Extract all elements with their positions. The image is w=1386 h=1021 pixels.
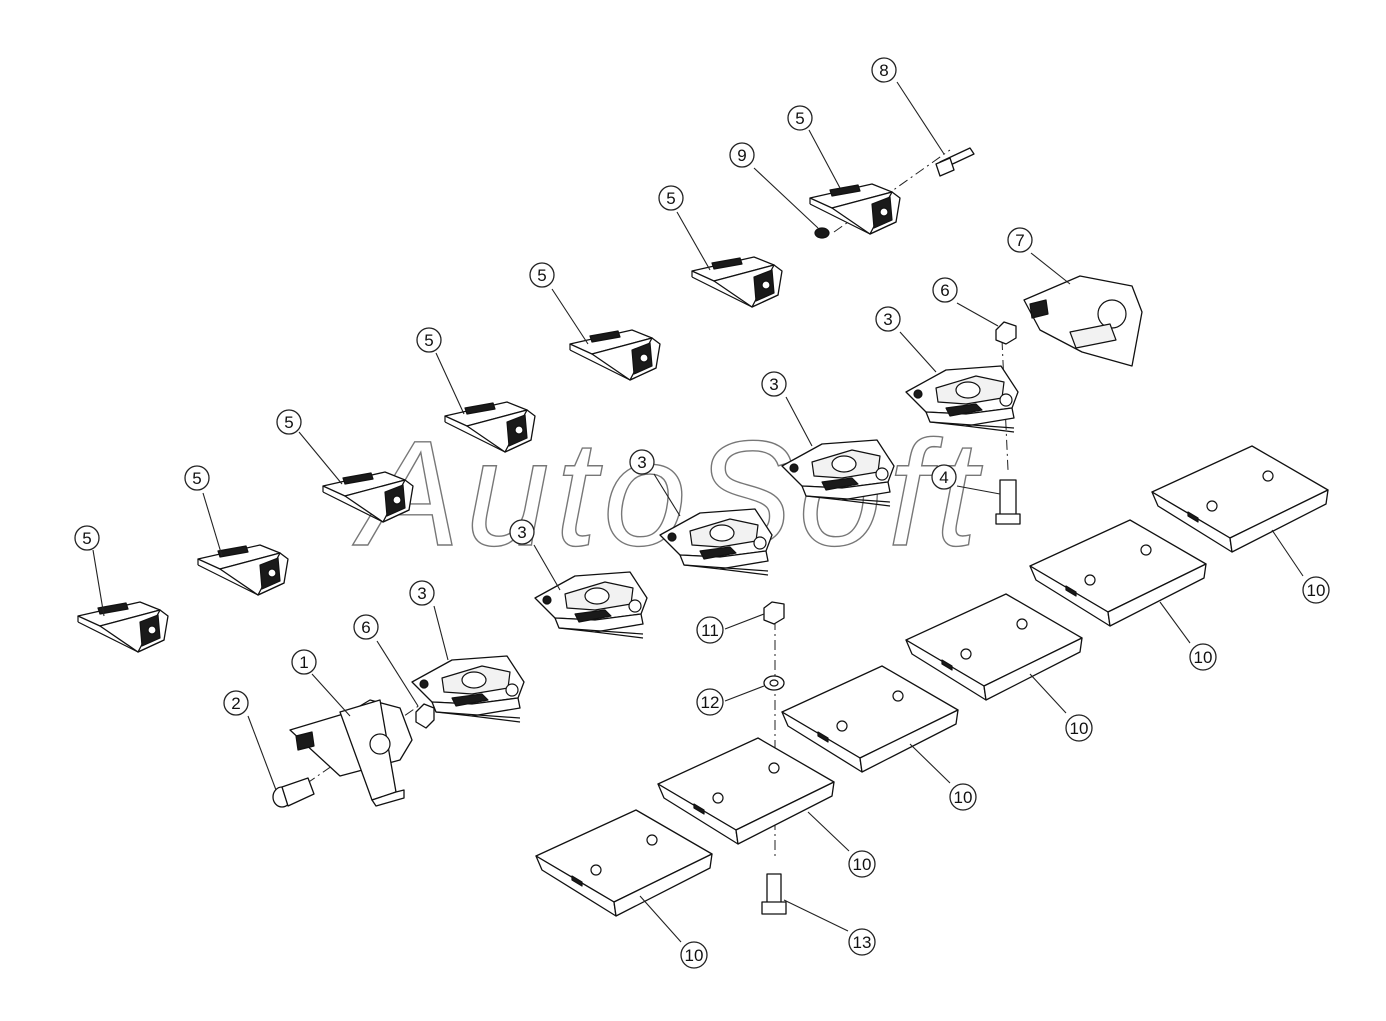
- bolt-part: [272, 777, 315, 808]
- callout-3: 3: [509, 519, 535, 545]
- callout-5: 5: [787, 105, 813, 131]
- svg-text:5: 5: [192, 469, 201, 488]
- callout-7: 7: [1007, 227, 1033, 253]
- svg-text:5: 5: [537, 266, 546, 285]
- pin-part: [935, 147, 975, 177]
- callout-5: 5: [276, 409, 302, 435]
- svg-text:4: 4: [939, 468, 948, 487]
- callout-1: 1: [291, 649, 317, 675]
- svg-text:6: 6: [361, 618, 370, 637]
- svg-text:2: 2: [231, 694, 240, 713]
- svg-text:5: 5: [424, 331, 433, 350]
- callout-3: 3: [629, 449, 655, 475]
- callout-3: 3: [875, 306, 901, 332]
- svg-text:10: 10: [685, 946, 704, 965]
- svg-text:10: 10: [1307, 581, 1326, 600]
- svg-text:8: 8: [879, 61, 888, 80]
- svg-text:5: 5: [284, 413, 293, 432]
- callout-10: 10: [1189, 643, 1217, 671]
- callout-5: 5: [529, 262, 555, 288]
- callout-8: 8: [871, 57, 897, 83]
- svg-text:1: 1: [299, 653, 308, 672]
- svg-text:7: 7: [1015, 231, 1024, 250]
- svg-text:5: 5: [795, 109, 804, 128]
- svg-text:6: 6: [940, 281, 949, 300]
- svg-text:13: 13: [853, 933, 872, 952]
- svg-text:3: 3: [517, 523, 526, 542]
- callout-10: 10: [1065, 714, 1093, 742]
- callout-5: 5: [184, 465, 210, 491]
- bolt-part: [761, 873, 787, 915]
- bolt-part: [995, 479, 1021, 525]
- callout-10: 10: [949, 783, 977, 811]
- callout-5: 5: [658, 185, 684, 211]
- callout-10: 10: [848, 850, 876, 878]
- svg-text:3: 3: [637, 453, 646, 472]
- callout-4: 4: [931, 464, 957, 490]
- callout-5: 5: [74, 525, 100, 551]
- svg-text:11: 11: [701, 621, 719, 640]
- svg-text:10: 10: [1194, 648, 1213, 667]
- callout-2: 2: [223, 690, 249, 716]
- svg-text:9: 9: [737, 146, 746, 165]
- callout-3: 3: [761, 371, 787, 397]
- corner-adapter-part: [1023, 275, 1143, 367]
- callout-13: 13: [848, 928, 876, 956]
- callout-10: 10: [680, 941, 708, 969]
- callout-11: 11: [696, 616, 724, 644]
- callout-9: 9: [729, 142, 755, 168]
- svg-text:10: 10: [853, 855, 872, 874]
- svg-text:3: 3: [883, 310, 892, 329]
- nut-part: [763, 601, 785, 625]
- svg-text:3: 3: [769, 375, 778, 394]
- svg-text:5: 5: [82, 529, 91, 548]
- callout-6: 6: [353, 614, 379, 640]
- callout-3: 3: [409, 580, 435, 606]
- lock-ring-part: [814, 227, 830, 239]
- corner-adapter-part: [289, 699, 413, 807]
- callout-5: 5: [416, 327, 442, 353]
- leader-lines: [92, 81, 1304, 943]
- callout-12: 12: [696, 688, 724, 716]
- svg-text:10: 10: [954, 788, 973, 807]
- svg-text:5: 5: [666, 189, 675, 208]
- svg-text:12: 12: [701, 693, 720, 712]
- callout-6: 6: [932, 277, 958, 303]
- callout-10: 10: [1302, 576, 1330, 604]
- svg-text:10: 10: [1070, 719, 1089, 738]
- nut-part: [415, 321, 1017, 729]
- watermark-text: AutoSoft: [352, 409, 983, 577]
- svg-text:3: 3: [417, 584, 426, 603]
